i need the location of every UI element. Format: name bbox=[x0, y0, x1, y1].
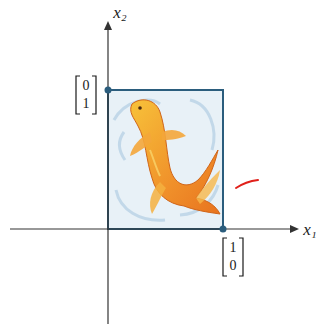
axis-arrowhead bbox=[104, 21, 112, 30]
matrix-bracket bbox=[76, 76, 243, 276]
matrix-entry: 0 bbox=[230, 259, 237, 273]
axis-arrowhead bbox=[290, 225, 299, 233]
vector-dot bbox=[220, 226, 227, 233]
axis-label: x₁ bbox=[303, 221, 316, 238]
axis-label: x₂ bbox=[113, 4, 126, 21]
matrix-entry: 1 bbox=[83, 97, 90, 111]
annotation-mark bbox=[236, 180, 258, 188]
vector-dot bbox=[105, 87, 112, 94]
koi-fish bbox=[130, 100, 220, 214]
matrix-entry: 1 bbox=[230, 241, 237, 255]
unit-square bbox=[108, 90, 223, 229]
axes bbox=[10, 24, 296, 324]
matrix-entry: 0 bbox=[83, 79, 90, 93]
water-ground bbox=[108, 90, 223, 229]
